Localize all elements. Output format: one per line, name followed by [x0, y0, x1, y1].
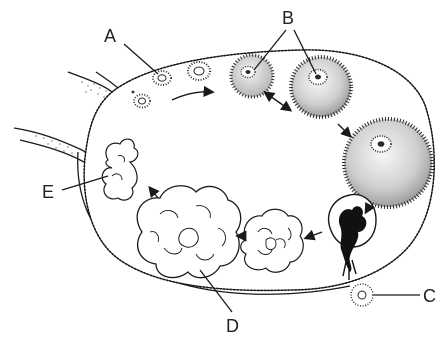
label-b: B	[282, 8, 294, 28]
primary-follicle	[188, 62, 210, 80]
label-d: D	[226, 316, 239, 336]
corpus-luteum-d	[137, 186, 241, 278]
secondary-follicle	[231, 55, 273, 97]
graafian-follicle	[344, 119, 432, 207]
label-a: A	[104, 26, 116, 46]
released-oocyte-c	[351, 284, 373, 306]
corpus-albicans-e	[102, 139, 138, 200]
leader-a	[124, 44, 158, 74]
label-c: C	[423, 286, 436, 306]
primary-follicle-a	[153, 71, 171, 85]
label-e: E	[42, 182, 54, 202]
tertiary-follicle-b	[291, 57, 351, 117]
